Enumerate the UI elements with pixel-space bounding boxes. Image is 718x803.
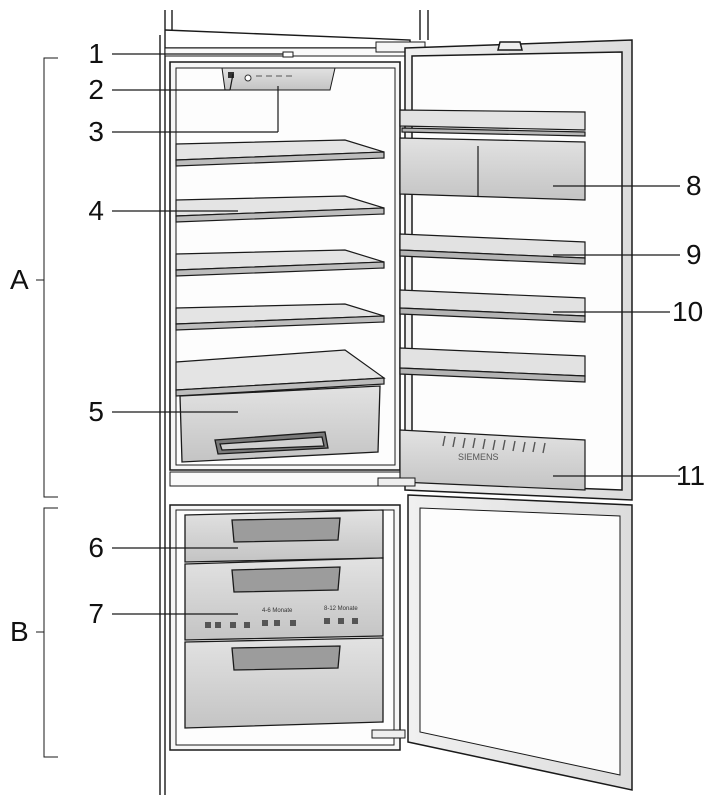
callout-leaders-right [553,185,680,477]
door-racks [399,109,586,491]
callout-10: 10 [672,296,704,327]
callout-2: 2 [88,74,104,105]
callout-leaders-left [112,53,283,615]
drawer-label-left: 4-6 Monate [262,608,293,614]
section-label-b: B [10,616,29,647]
freezer-door [407,494,633,791]
drawer-symbols [205,618,358,628]
callout-1: 1 [88,38,104,69]
rack-10 [399,289,586,323]
rack-box-8 [399,137,586,201]
rack-top [399,109,586,137]
callout-11: 11 [676,460,706,491]
shelf-5 [175,349,386,397]
section-label-a: A [10,264,29,295]
drawer-label-right: 8-12 Monate [324,606,358,612]
callout-3: 3 [88,116,104,147]
callout-7: 7 [88,598,104,629]
bracket-a [36,57,58,498]
drawer-2 [184,557,384,641]
callout-5: 5 [88,396,104,427]
rack-9 [399,233,586,265]
callout-9: 9 [686,239,702,270]
shelf-3 [175,249,385,277]
callout-8: 8 [686,170,702,201]
drawer-1 [184,509,384,563]
bracket-b [36,507,58,758]
vegetable-container [179,385,381,463]
rack-extra [399,347,586,383]
drawer-3 [184,637,384,729]
top-strip [164,41,426,58]
shelf-4 [175,303,385,331]
callout-4: 4 [88,195,104,226]
callout-6: 6 [88,532,104,563]
freezer-drawers [184,509,384,729]
brand-label: SIEMENS [458,452,499,462]
rack-11 [399,429,586,491]
fridge-door [404,39,633,501]
shelf-1 [175,139,385,167]
